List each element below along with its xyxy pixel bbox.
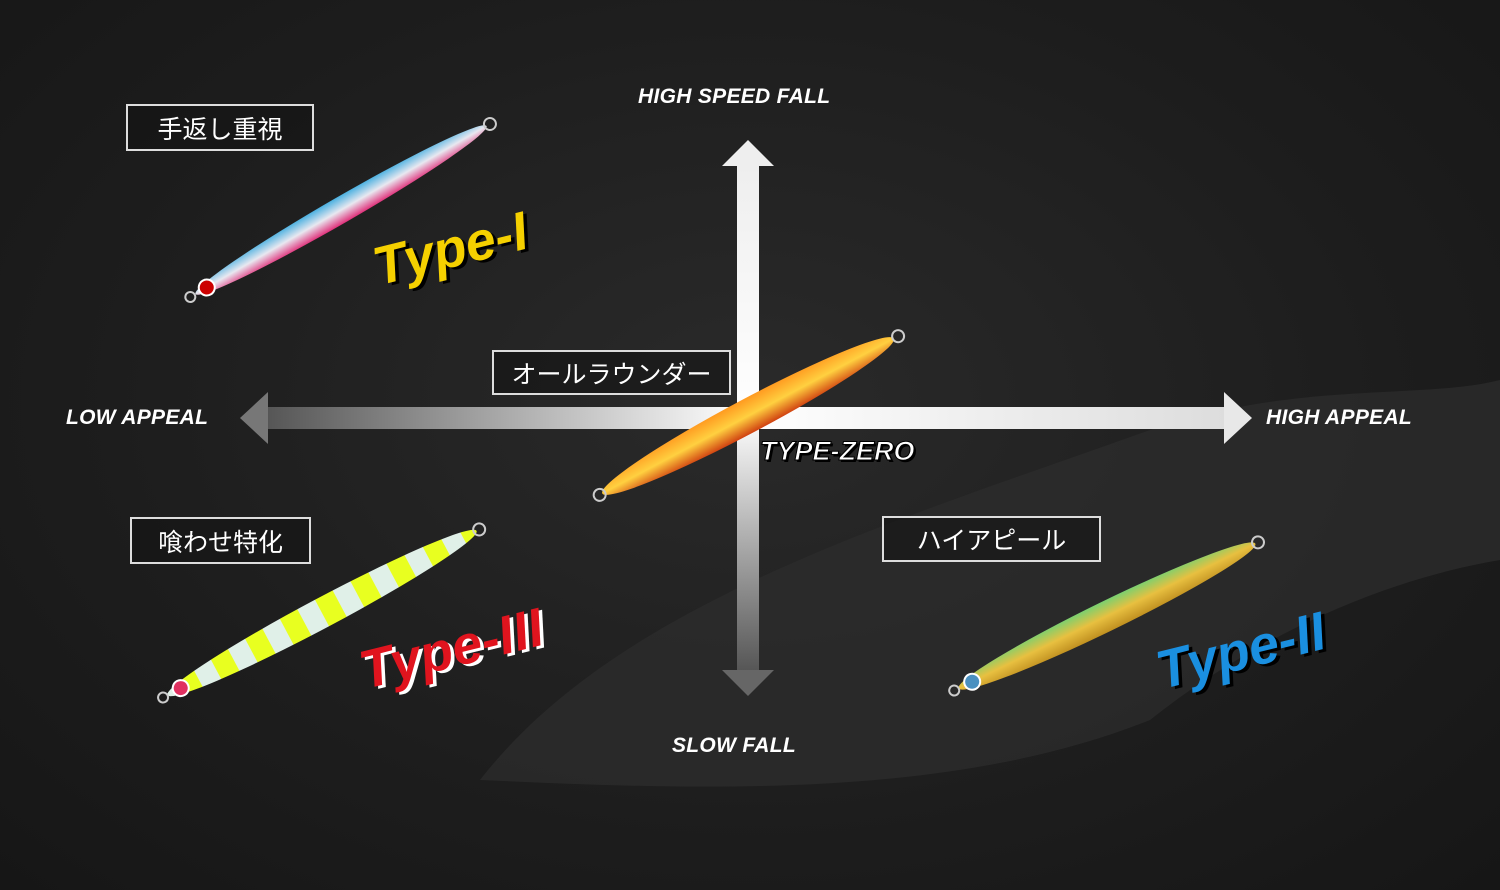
lure-type-iii (157, 522, 487, 704)
lure-type-zero (592, 329, 906, 502)
category-label-box: 喰わせ特化 (130, 517, 311, 564)
fish-silhouette (480, 380, 1500, 787)
axis-label-left: LOW APPEAL (66, 406, 209, 429)
category-label-box: 手返し重視 (126, 104, 314, 151)
category-label-box: オールラウンダー (492, 350, 731, 395)
lure-type-ii (948, 535, 1265, 697)
type-zero-logo: TYPE-ZERO (760, 436, 916, 467)
category-label-box: ハイアピール (882, 516, 1101, 562)
axis-label-top: HIGH SPEED FALL (638, 85, 831, 108)
axis-label-right: HIGH APPEAL (1266, 406, 1413, 429)
lure-type-i (184, 117, 497, 303)
axis-label-bottom: SLOW FALL (672, 734, 797, 757)
